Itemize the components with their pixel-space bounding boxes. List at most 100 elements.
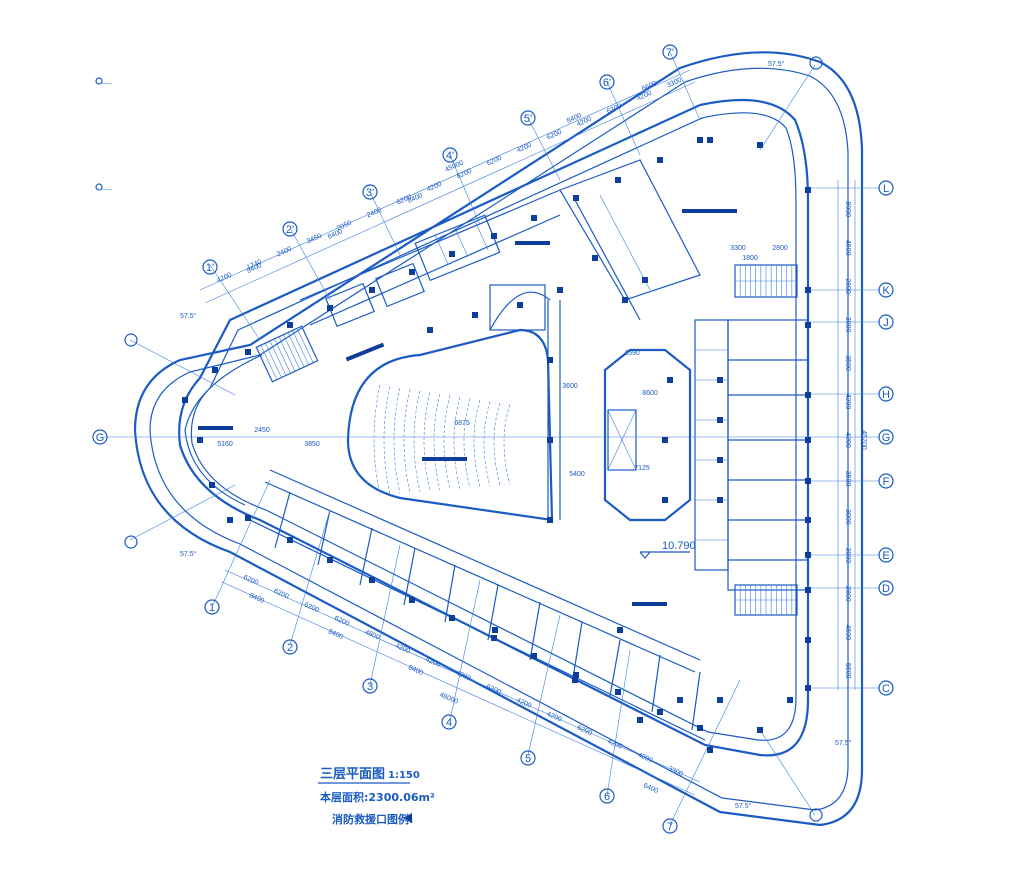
dimension-value: 4200 — [394, 642, 411, 655]
level-marker: 10.790 — [639, 540, 696, 559]
stair-right-top — [734, 264, 798, 298]
dimension-value: 6200 — [333, 615, 350, 628]
stair-left — [255, 325, 319, 383]
plan-title: 三层平面图 — [320, 767, 385, 782]
dimension-value: 6200 — [485, 683, 502, 696]
dimension-value: 4200 — [426, 181, 443, 194]
dimension-total: 8400 — [327, 228, 344, 241]
angle-label-left-top: 57.5° — [180, 312, 197, 320]
dimension-value: 3000 — [844, 509, 851, 525]
dimension-value: 2450 — [254, 427, 270, 434]
dimension-value: 6875 — [454, 420, 470, 427]
angle-label-left-bottom: 57.5° — [180, 550, 197, 558]
grid-label-7: 7 — [667, 821, 673, 833]
bottom-wing-offices — [249, 491, 706, 741]
grid-label-J: J — [883, 317, 889, 329]
grid-label-1: 1 — [209, 602, 215, 614]
dimension-value: 4200 — [844, 394, 851, 410]
plan-scale: 1:150 — [388, 770, 420, 781]
grid-label-C: C — [882, 683, 890, 695]
dimension-value: 2800 — [772, 245, 788, 252]
grid-label-G-left: G — [96, 432, 105, 444]
left-corridor-curve — [184, 354, 263, 506]
grid-label-3: 3 — [367, 681, 373, 693]
level-mark-text: 10.790 — [662, 540, 696, 552]
dim-bottom-texts: 6200620062006200480042004200420062004200… — [242, 574, 684, 795]
dimension-value: 6200 — [546, 129, 563, 142]
right-office-block — [694, 319, 809, 591]
dimension-value: 6200 — [303, 601, 320, 614]
central-core-outline — [603, 348, 692, 522]
grid-label-H: H — [882, 389, 890, 401]
dimension-value: 5400 — [569, 471, 585, 478]
grid-label-6p: 6' — [603, 77, 611, 89]
grid-label-F: F — [883, 476, 890, 488]
dimension-total: 8400 — [248, 592, 265, 605]
dimension-value: 3300 — [666, 77, 683, 90]
title-block: 三层平面图 1:150 本层面积:2300.06m² 消防救援口图例: — [318, 767, 435, 826]
dimension-value: 1800 — [742, 255, 758, 262]
dimension-value: 7125 — [634, 465, 650, 472]
dimension-value: 4200 — [516, 142, 533, 155]
dimension-total-right: 45700 — [860, 430, 867, 450]
dimension-value: 3300 — [730, 245, 746, 252]
outer-wall-inner — [149, 67, 849, 811]
dimension-value: 8000 — [844, 201, 851, 217]
grid-label-6: 6 — [604, 791, 610, 803]
rescue-legend: 消防救援口图例: — [332, 812, 413, 826]
grid-label-4: 4 — [446, 717, 452, 729]
grid-label-3p: 3' — [366, 187, 374, 199]
room-tags — [198, 209, 737, 606]
dimension-value: 6200 — [242, 574, 259, 587]
dimension-value: 4600 — [844, 625, 851, 641]
dimension-value: 5600 — [844, 663, 851, 679]
dimension-value: 6200 — [606, 103, 623, 116]
grid-label-7p: 7' — [666, 47, 674, 59]
elevator-shaft — [607, 409, 637, 471]
structural-columns — [182, 137, 811, 753]
dimension-value: 4200 — [844, 432, 851, 448]
grid-label-2: 2 — [287, 642, 293, 654]
dimension-value: 3000 — [844, 317, 851, 333]
rescue-legend-icon — [404, 813, 412, 823]
dimension-value: 5160 — [217, 441, 233, 448]
dimension-value: 6200 — [273, 588, 290, 601]
dimension-value: 2800 — [844, 586, 851, 602]
dimension-value: 4200 — [216, 272, 233, 285]
dimension-total: 8400 — [327, 628, 344, 641]
dimension-value: 2800 — [844, 278, 851, 294]
inner-building-wall — [178, 98, 810, 757]
grid-label-5p: 5' — [524, 113, 532, 125]
dimension-value: 2400 — [366, 207, 383, 220]
dimension-value: 4200 — [606, 738, 623, 751]
auditorium-seating — [373, 384, 511, 496]
dimension-value: 4200 — [455, 670, 472, 683]
grid-label-K: K — [882, 285, 890, 297]
auditorium-outline — [346, 328, 554, 522]
dimension-value: 3600 — [562, 383, 578, 390]
dimension-value: 6200 — [576, 724, 593, 737]
grid-label-2p: 2' — [286, 224, 294, 236]
stair-right-bottom — [734, 584, 798, 616]
dimension-value: 4200 — [424, 656, 441, 669]
grid-bubbles-top: 1' 2' 3' 4' 5' 6' 7' — [202, 44, 678, 275]
grid-bubbles-bottom: 1 2 3 4 5 6 7 — [204, 599, 678, 834]
dimension-value: 3850 — [304, 441, 320, 448]
grid-label-1p: 1' — [206, 262, 214, 274]
grid-label-4p: 4' — [446, 150, 454, 162]
dimension-value: 4600 — [844, 240, 851, 256]
grid-label-5: 5 — [525, 753, 531, 765]
dimension-value: 6200 — [456, 168, 473, 181]
dimension-value: 3500 — [844, 471, 851, 487]
dimension-value: 6200 — [486, 155, 503, 168]
dimension-value: 3450 — [306, 233, 323, 246]
angle-label-right-bottom: 57.5° — [735, 802, 752, 810]
grid-label-E: E — [882, 550, 889, 562]
dimension-value: 3300 — [667, 765, 684, 778]
dimension-value: 3000 — [844, 548, 851, 564]
outer-wall-outline — [133, 51, 864, 827]
dimension-lines — [199, 69, 856, 796]
angle-label-right-mid: 57.5° — [835, 739, 852, 747]
dimension-value: 8600 — [642, 390, 658, 397]
